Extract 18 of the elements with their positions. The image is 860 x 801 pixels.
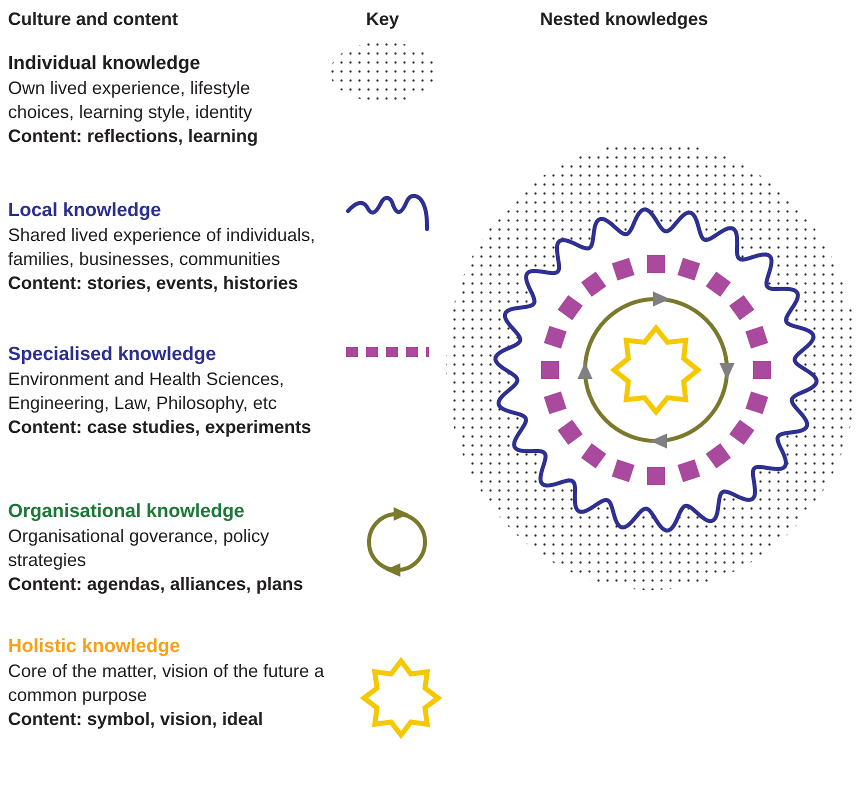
key-heading: Local knowledge (8, 199, 162, 223)
content-text: Content: symbol, vision, ideal (8, 708, 264, 731)
content-text: Content: agendas, alliances, plans (8, 573, 304, 596)
description-text: Environment and Health Sciences, Engineering, Law, Philosophy, etc (8, 368, 286, 415)
description-text: Core of the matter, vision of the future a common purpose (8, 660, 326, 707)
content-text: Content: reflections, learning (8, 125, 260, 148)
content-text: Content: case studies, experiments (8, 416, 312, 439)
content-text: Content: stories, events, histories (8, 272, 300, 295)
description-text: Organisational goverance, policy strategies (8, 525, 270, 572)
key-heading: Organisational knowledge (8, 500, 246, 524)
column-heading: Nested knowledges (540, 8, 708, 30)
column-heading: Culture and content (8, 8, 178, 30)
key-heading: Specialised knowledge (8, 343, 218, 367)
key-heading: Individual knowledge (8, 52, 202, 76)
description-text: Own lived experience, lifestyle choices, learning style, identity (8, 77, 254, 124)
key-heading: Holistic knowledge (8, 635, 182, 659)
description-text: Shared lived experience of individuals, families, businesses, communities (8, 224, 316, 271)
column-heading: Key (366, 8, 400, 30)
